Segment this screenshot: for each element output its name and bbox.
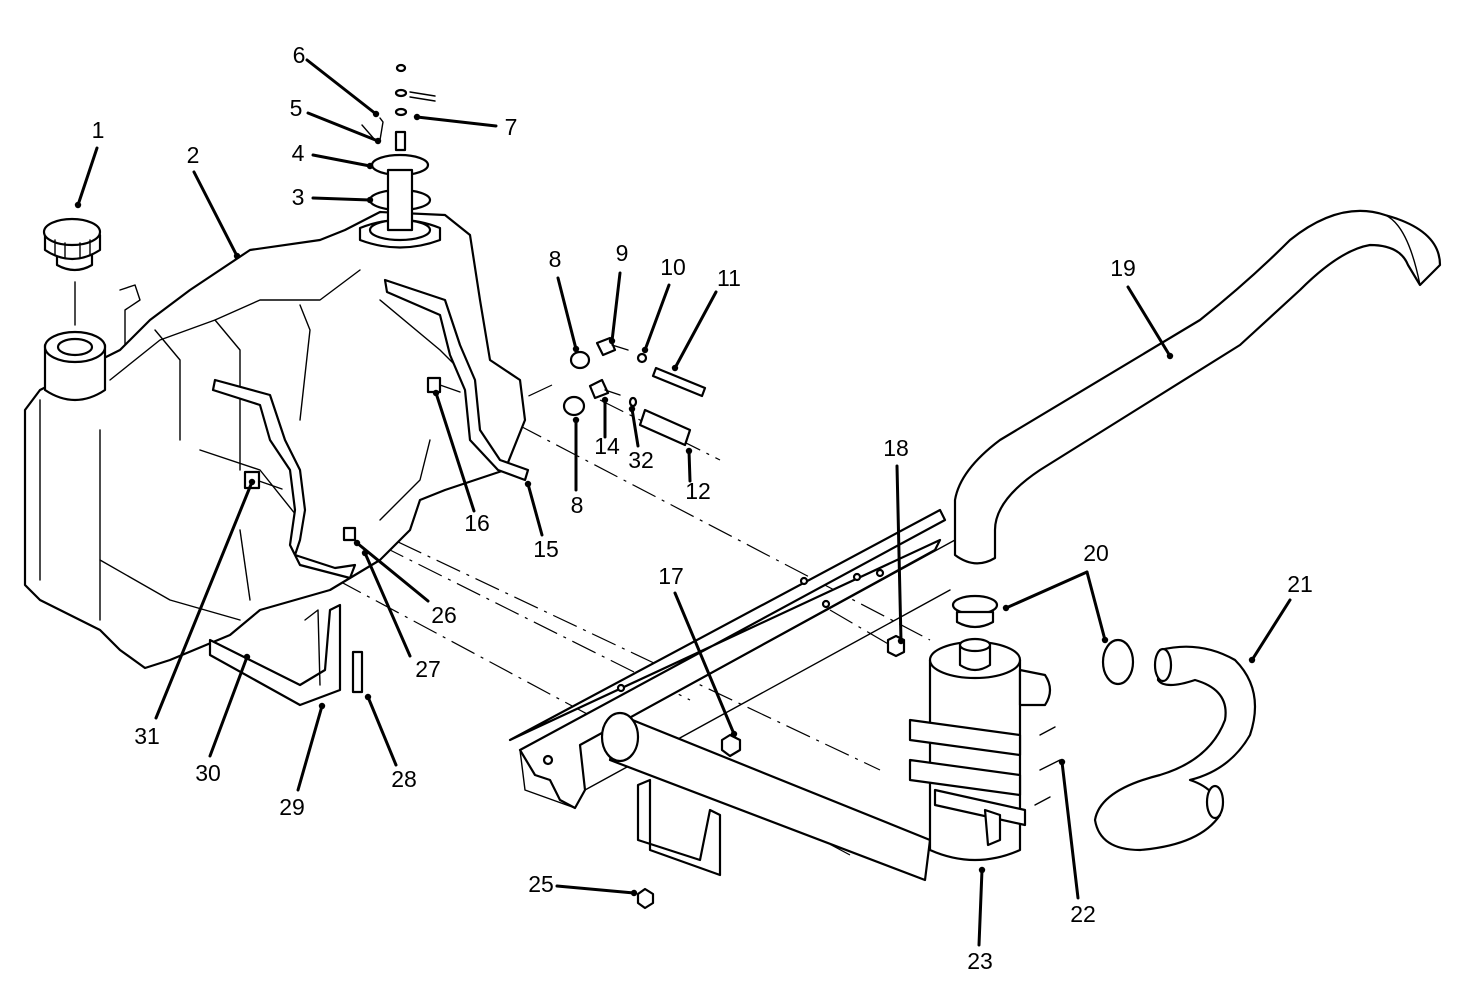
callout-8-upper: 8 [549, 246, 562, 272]
callout-2: 2 [187, 142, 200, 168]
leader-lines [74, 58, 1292, 947]
fuel-lines [638, 366, 707, 447]
intake-hose [953, 209, 1442, 565]
callout-32: 32 [628, 447, 654, 473]
callout-14: 14 [594, 433, 620, 459]
callout-19: 19 [1110, 255, 1136, 281]
air-cleaner [908, 594, 1135, 862]
fuel-cap [42, 217, 102, 326]
callout-3: 3 [292, 184, 305, 210]
fuel-fittings [562, 336, 648, 417]
callout-30: 30 [195, 760, 221, 786]
callout-31: 31 [134, 723, 160, 749]
callout-22: 22 [1070, 901, 1096, 927]
callout-25: 25 [528, 871, 554, 897]
callout-17: 17 [658, 563, 684, 589]
callout-15: 15 [533, 536, 559, 562]
callout-11: 11 [717, 265, 741, 291]
callout-7: 7 [505, 114, 518, 140]
elbow-hose [1093, 645, 1257, 852]
bolts-and-nuts [243, 376, 461, 542]
callout-26: 26 [431, 602, 457, 628]
callout-20: 20 [1083, 540, 1109, 566]
callout-16: 16 [464, 510, 490, 536]
callout-29: 29 [279, 794, 305, 820]
callout-8-lower: 8 [571, 492, 584, 518]
callout-10: 10 [660, 254, 686, 280]
tank-straps [211, 278, 530, 580]
callout-4: 4 [292, 140, 305, 166]
fuel-sender-stack [361, 63, 436, 232]
callout-5: 5 [290, 95, 303, 121]
cross-tube [600, 711, 932, 882]
callout-6: 6 [293, 42, 306, 68]
callout-27: 27 [415, 656, 441, 682]
callout-12: 12 [685, 478, 711, 504]
callout-28: 28 [391, 766, 417, 792]
callout-21: 21 [1287, 571, 1313, 597]
callout-9: 9 [616, 240, 629, 266]
callout-18: 18 [883, 435, 909, 461]
callout-1: 1 [92, 117, 105, 143]
callout-23: 23 [967, 948, 993, 974]
callout-labels: 1 2 3 4 5 6 7 8 9 10 11 8 14 32 12 16 15… [92, 42, 1313, 974]
